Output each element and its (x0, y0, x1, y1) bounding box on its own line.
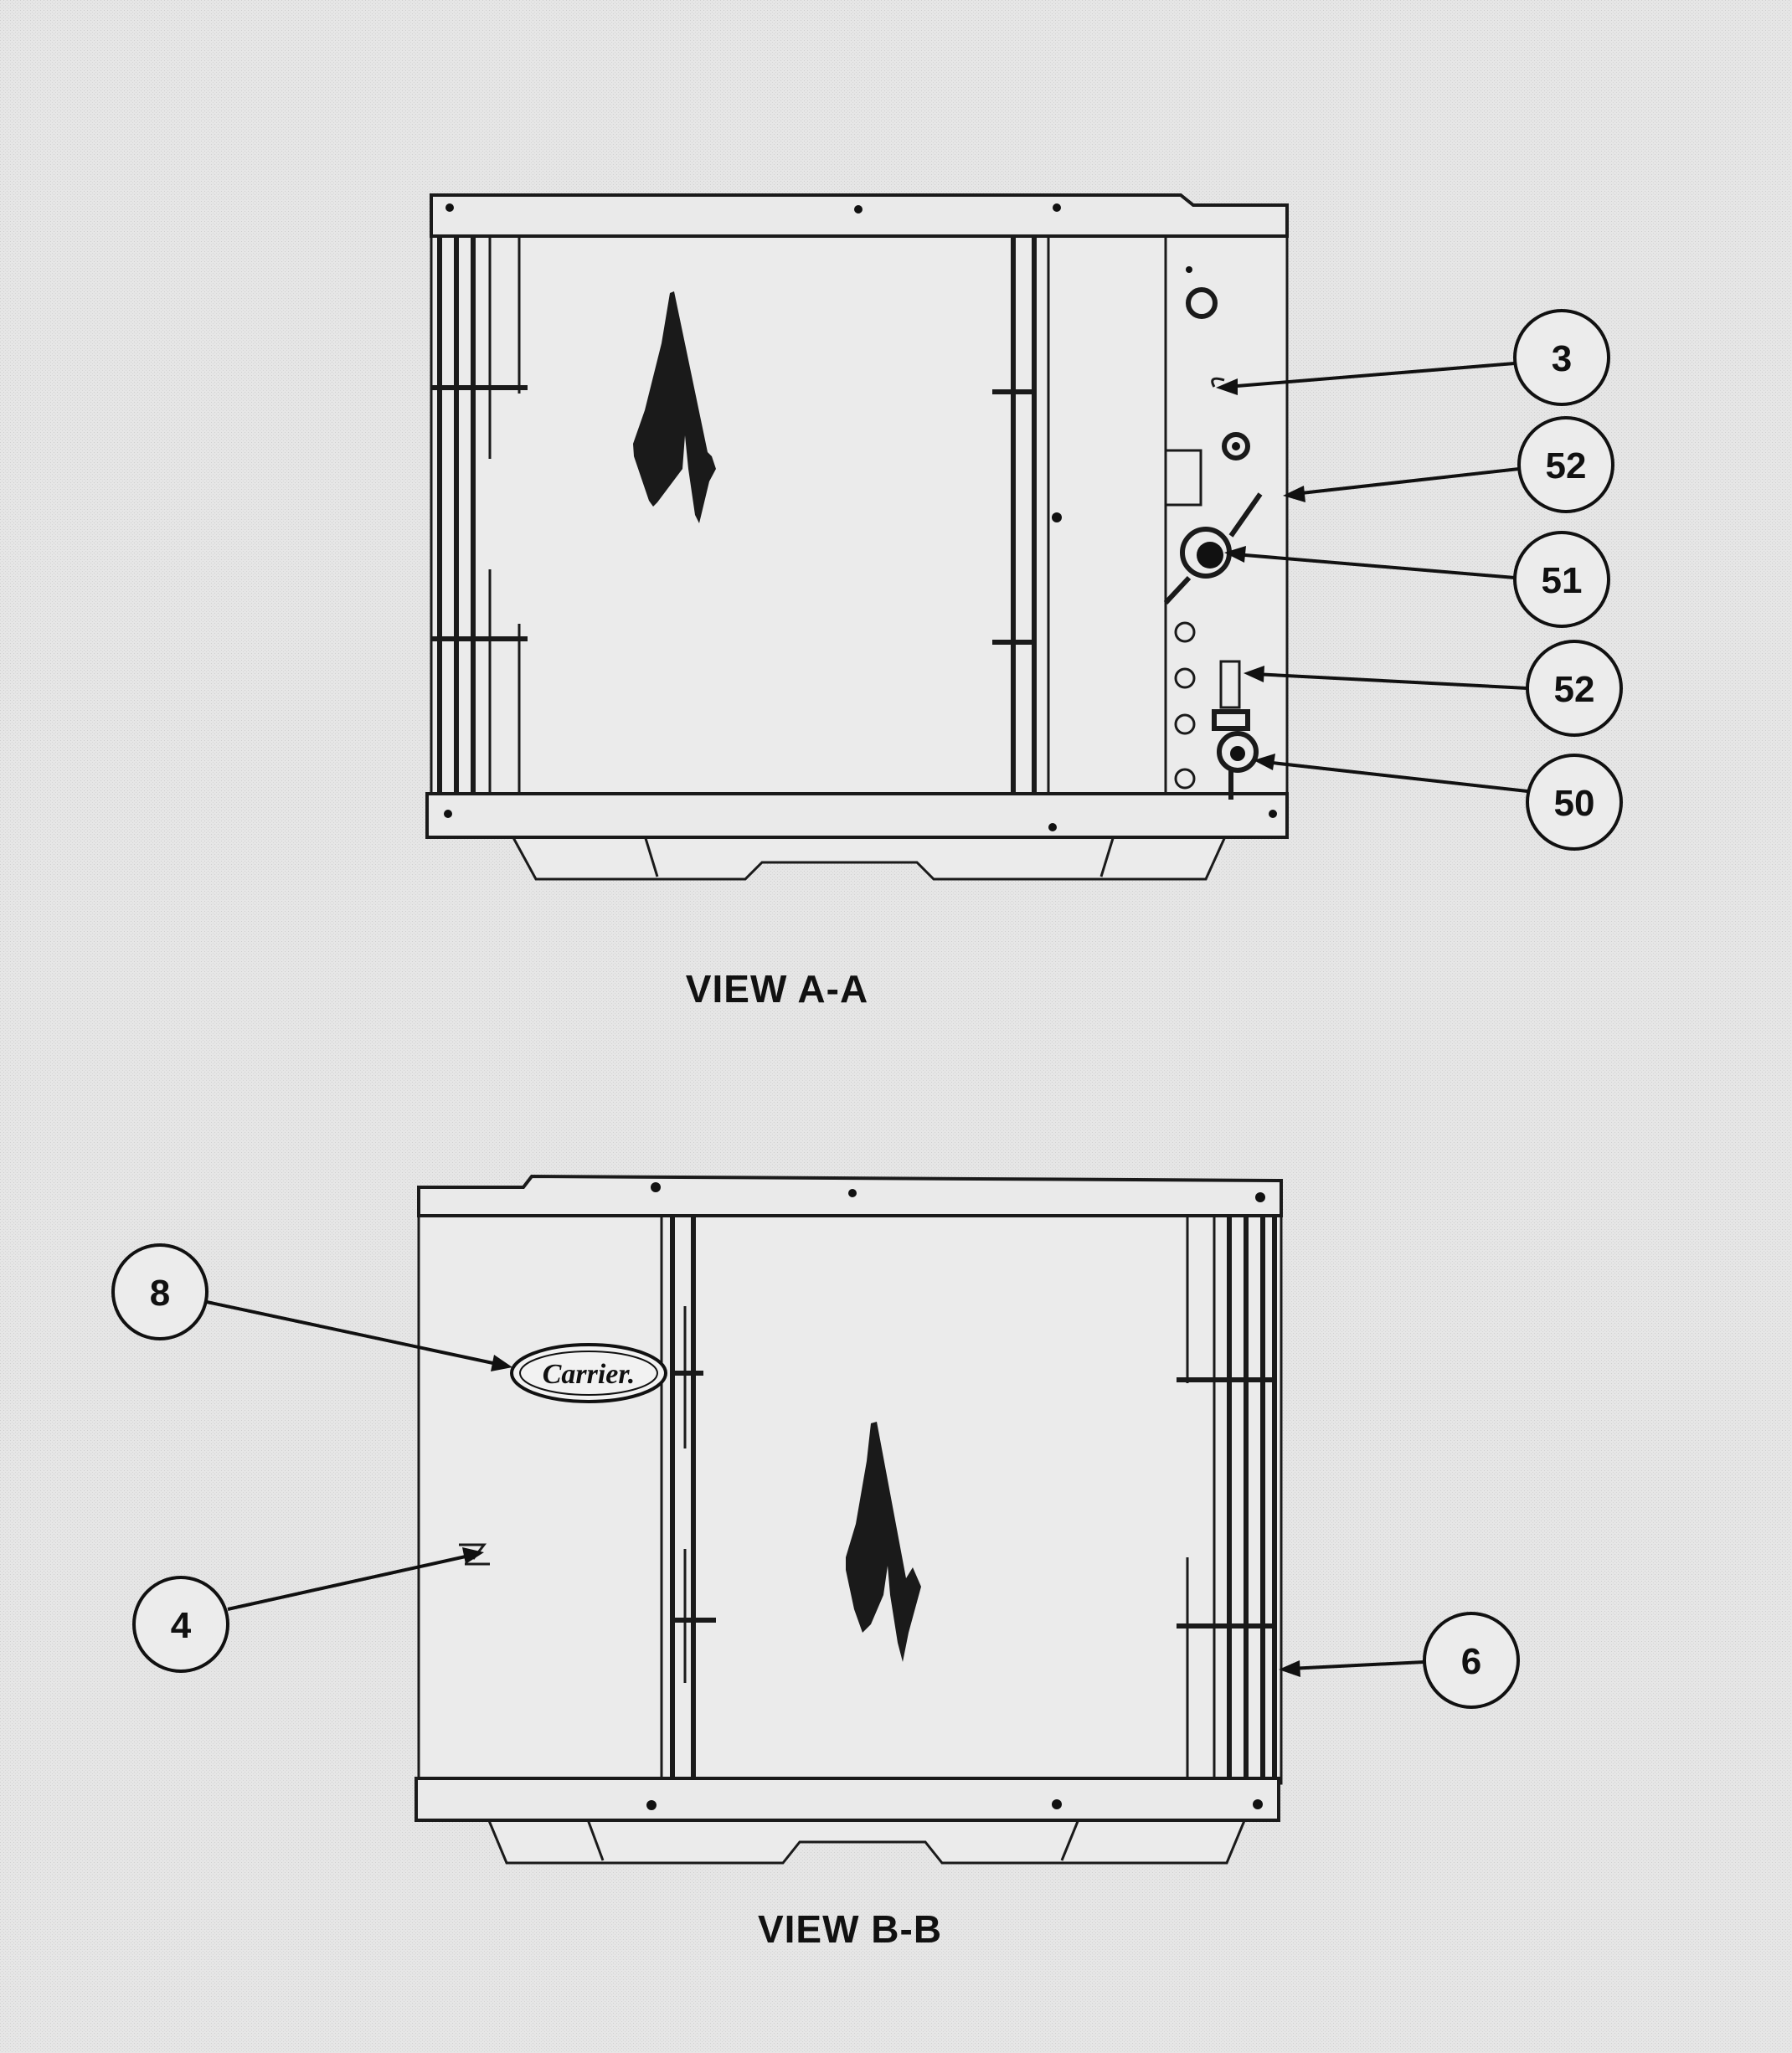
svg-text:Carrier.: Carrier. (543, 1359, 636, 1390)
callout-4[interactable]: 4 (132, 1576, 229, 1673)
callout-52-lower[interactable]: 52 (1526, 640, 1623, 737)
svg-text:52: 52 (1554, 669, 1595, 710)
svg-text:52: 52 (1546, 445, 1587, 486)
view-a-bottom-rail (425, 792, 1289, 839)
svg-text:50: 50 (1554, 783, 1595, 824)
view-b-cabinet (417, 1204, 1283, 1785)
svg-text:6: 6 (1461, 1641, 1481, 1682)
callout-51[interactable]: 51 (1513, 531, 1610, 628)
svg-text:51: 51 (1542, 560, 1583, 601)
view-a-base (508, 831, 1229, 881)
view-a-coil-left (431, 236, 528, 794)
callout-3[interactable]: 3 (1513, 309, 1610, 406)
callout-52-upper[interactable]: 52 (1517, 416, 1614, 513)
view-b-title: VIEW B-B (758, 1907, 942, 1951)
svg-text:4: 4 (171, 1605, 192, 1646)
view-b-bottom-rail (415, 1777, 1280, 1822)
view-a-divider (992, 236, 1062, 794)
view-b-coil-right (1177, 1216, 1277, 1778)
view-a-unit (425, 193, 1289, 881)
callout-8[interactable]: 8 (111, 1243, 209, 1340)
view-b-base (483, 1811, 1250, 1865)
callout-50[interactable]: 50 (1526, 754, 1623, 851)
view-a-callouts: 3 52 51 52 50 (1216, 309, 1623, 851)
view-a-top-rail (430, 193, 1289, 238)
carrier-logo: Carrier. (510, 1343, 667, 1403)
view-b-brand-mark (846, 1422, 921, 1662)
view-b-divider (660, 1216, 716, 1778)
view-b-unit: Carrier. (415, 1174, 1283, 1865)
svg-text:3: 3 (1552, 338, 1572, 379)
svg-text:8: 8 (150, 1273, 170, 1314)
view-a-service-panel (1163, 236, 1263, 800)
view-b-callouts: 8 4 6 (111, 1243, 1520, 1709)
view-a-brand-mark (633, 291, 716, 523)
callout-6[interactable]: 6 (1423, 1612, 1520, 1709)
view-a-title: VIEW A-A (686, 967, 868, 1011)
view-a-cabinet (430, 208, 1289, 801)
